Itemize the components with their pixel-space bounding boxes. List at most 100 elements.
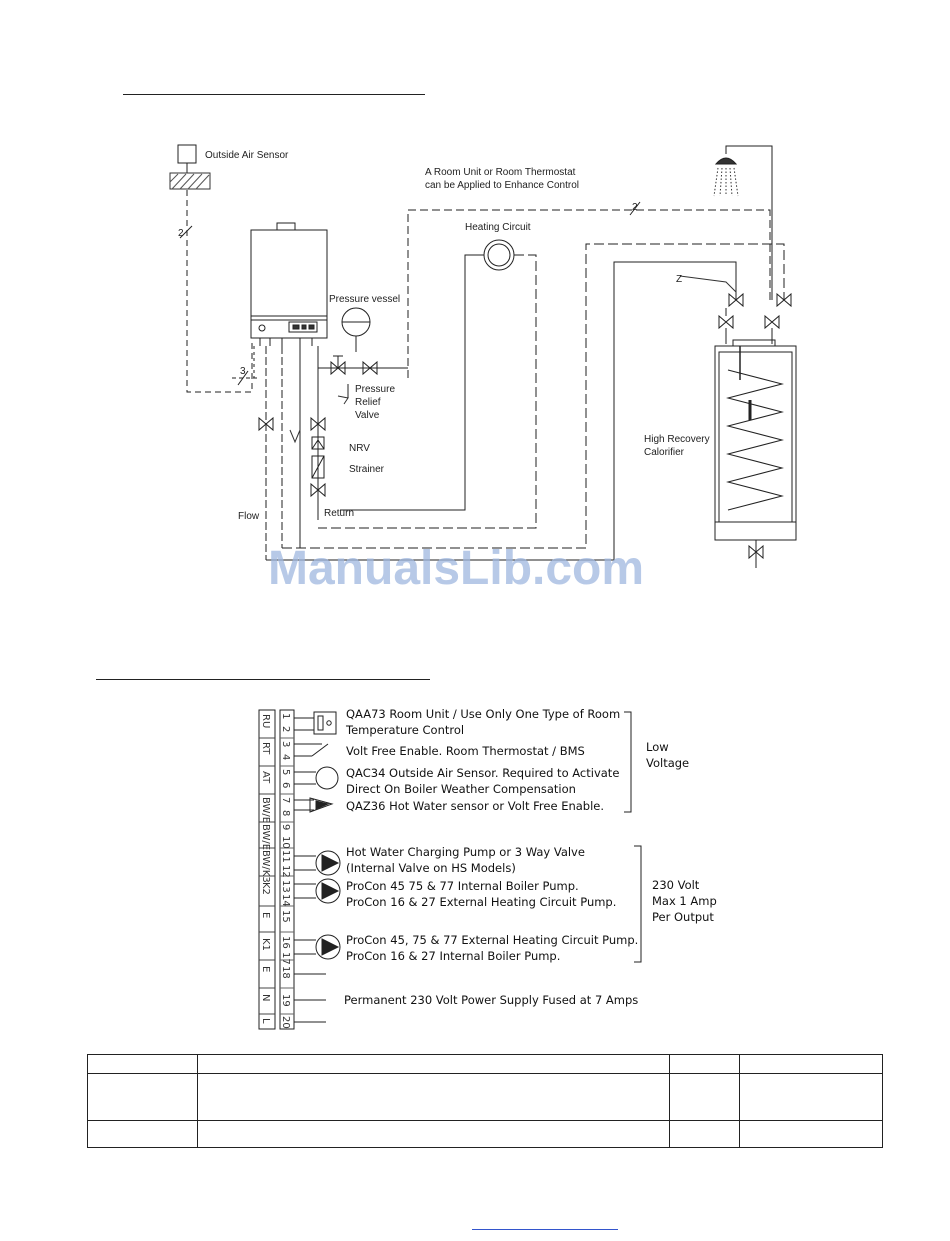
power-supply-label: Permanent 230 Volt Power Supply Fused at… — [344, 993, 638, 1007]
table-cell — [87, 1054, 198, 1074]
shower-head — [713, 145, 773, 300]
sensor-cable — [186, 190, 253, 393]
terminal-label-l: L — [260, 1018, 271, 1024]
terminal-number: 12 — [280, 865, 291, 878]
terminal-label-ru: RU — [260, 714, 271, 728]
heating-circuit-label: Heating Circuit — [465, 222, 531, 233]
table-cell — [669, 1054, 740, 1074]
low-voltage-line2: Voltage — [646, 756, 689, 770]
table-cell — [197, 1073, 670, 1121]
procon-b-line1: ProCon 45, 75 & 77 External Heating Circ… — [346, 933, 638, 947]
terminal-label-e-1: E — [260, 912, 271, 918]
calorifier-tank — [714, 339, 797, 568]
prv-label-1: Pressure — [355, 384, 395, 395]
terminal-label-rt: RT — [260, 742, 271, 755]
table-cell — [739, 1120, 883, 1148]
outside-sensor-symbol — [294, 766, 339, 790]
low-voltage-line1: Low — [646, 740, 669, 754]
terminal-label-at: AT — [260, 771, 271, 784]
terminal-number: 17 — [280, 952, 291, 965]
terminal-number: 20 — [280, 1016, 291, 1029]
230v-line3: Per Output — [652, 910, 714, 924]
terminal-number: 6 — [280, 782, 291, 788]
terminal-label-bwe-1: BW/E — [260, 797, 271, 823]
table-cell — [669, 1073, 740, 1121]
watermark: ManualsLib.com — [268, 542, 644, 595]
low-voltage-bracket — [624, 711, 632, 813]
outside-air-sensor-label: Outside Air Sensor — [205, 150, 289, 161]
return-label: Return — [324, 508, 354, 519]
terminal-number: 9 — [280, 824, 291, 830]
section-rule-schematic — [123, 94, 425, 95]
cable-count-2b: 2 — [632, 202, 638, 213]
volt-free-switch-symbol — [294, 743, 329, 757]
procon-b-line2: ProCon 16 & 27 Internal Boiler Pump. — [346, 949, 560, 963]
terminal-number: 8 — [280, 810, 291, 816]
qaa73-line2: Temperature Control — [345, 723, 464, 737]
internal-boiler-pump-symbol — [294, 878, 341, 904]
terminal-number: 2 — [280, 726, 291, 732]
terminal-label-bwk3: BW/K3 — [260, 850, 271, 883]
terminal-number: 10 — [280, 836, 291, 849]
terminal-label-k2: K2 — [260, 882, 271, 895]
qaz36-label: QAZ36 Hot Water sensor or Volt Free Enab… — [346, 799, 604, 813]
left-terminal-strip — [258, 709, 276, 1030]
terminal-label-bwe-2: BW/E — [260, 824, 271, 850]
volt-free-label: Volt Free Enable. Room Thermostat / BMS — [346, 744, 585, 758]
strainer-label: Strainer — [349, 464, 385, 475]
terminal-number: 7 — [280, 797, 291, 803]
terminal-label-k1: K1 — [260, 938, 271, 951]
hw-pump-line1: Hot Water Charging Pump or 3 Way Valve — [346, 845, 585, 859]
left-terminal-labels: RU RT AT BW/E BW/E BW/K3 K2 E K1 E N L — [260, 714, 271, 1024]
nrv-symbol — [311, 436, 325, 450]
cable-count-z: Z — [676, 274, 682, 285]
table-cell — [197, 1120, 670, 1148]
table-cell — [87, 1073, 198, 1121]
right-terminal-numbers: 1 2 3 4 5 6 7 8 9 10 11 12 13 14 15 16 1… — [280, 713, 291, 1029]
230v-line2: Max 1 Amp — [652, 894, 717, 908]
table-cell — [669, 1120, 740, 1148]
flow-label: Flow — [238, 511, 260, 522]
qaa73-line1: QAA73 Room Unit / Use Only One Type of R… — [346, 707, 620, 721]
prv-label-2: Relief — [355, 397, 381, 408]
room-unit-note-line1: A Room Unit or Room Thermostat — [425, 167, 576, 178]
strainer-valve — [310, 482, 326, 498]
table-cell — [739, 1073, 883, 1121]
terminal-number: 1 — [280, 713, 291, 719]
terminal-number: 14 — [280, 894, 291, 907]
cable-count-2a: 2 — [178, 228, 184, 239]
section-rule-wiring — [96, 679, 430, 680]
table-row — [87, 1073, 883, 1121]
terminal-number: 5 — [280, 769, 291, 775]
terminal-number: 13 — [280, 880, 291, 893]
strainer-symbol — [311, 455, 325, 479]
qac34-line1: QAC34 Outside Air Sensor. Required to Ac… — [346, 766, 619, 780]
terminal-label-e-2: E — [260, 966, 271, 972]
table-cell — [739, 1054, 883, 1074]
terminal-number: 4 — [280, 754, 291, 760]
specification-table — [87, 1054, 883, 1148]
hw-pump-line2: (Internal Valve on HS Models) — [346, 861, 516, 875]
terminal-number: 16 — [280, 936, 291, 949]
terminal-number: 15 — [280, 910, 291, 923]
table-row — [87, 1054, 883, 1074]
procon-a-line2: ProCon 16 & 27 External Heating Circuit … — [346, 895, 616, 909]
boiler-unit — [250, 222, 328, 346]
hot-water-sensor-symbol — [294, 797, 334, 813]
230v-line1: 230 Volt — [652, 878, 700, 892]
cable-count-3: 3 — [240, 366, 246, 377]
pressure-vessel — [341, 307, 371, 352]
procon-a-line1: ProCon 45 75 & 77 Internal Boiler Pump. — [346, 879, 579, 893]
table-row — [87, 1120, 883, 1148]
calorifier-label-1: High Recovery — [644, 434, 710, 445]
nrv-label: NRV — [349, 443, 370, 454]
prv-label-3: Valve — [355, 410, 380, 421]
pressure-vessel-label: Pressure vessel — [329, 294, 400, 305]
terminal-number: 3 — [280, 741, 291, 747]
table-cell — [197, 1054, 670, 1074]
footer-link[interactable] — [472, 1229, 618, 1230]
flow-isolation-valve — [258, 416, 274, 432]
terminal-number: 18 — [280, 966, 291, 979]
